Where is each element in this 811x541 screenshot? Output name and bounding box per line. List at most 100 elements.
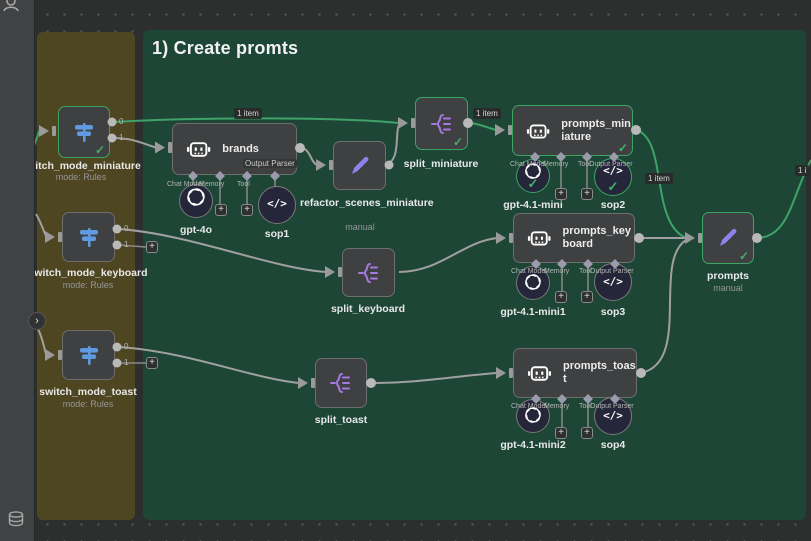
success-check-icon: ✓ (94, 143, 105, 157)
add-memory-button[interactable]: + (555, 427, 567, 439)
port-1-label: 1 (124, 358, 129, 367)
add-memory-button[interactable]: + (555, 291, 567, 303)
port-1-label: 1 (119, 133, 124, 142)
subnode-sop3[interactable]: </> (594, 263, 632, 301)
robot-icon (186, 142, 211, 157)
overview-icon[interactable] (2, 0, 20, 12)
tool-label: Tool (578, 161, 591, 168)
memory-label: Memory (543, 161, 569, 168)
subnode-gpt-4-1-mini2[interactable] (516, 399, 550, 433)
openai-icon (517, 162, 549, 180)
node-label: split_keyboard (330, 303, 406, 315)
tool-label: Tool (237, 181, 250, 188)
add-tool-button[interactable]: + (581, 188, 593, 200)
add-tool-button[interactable]: + (581, 427, 593, 439)
edge-items-chip: 1 item (473, 108, 501, 119)
robot-icon (527, 231, 551, 246)
output-parser-label: Output Parser (243, 159, 297, 168)
switch-icon (63, 213, 114, 261)
subnode-label: gpt-4o (179, 224, 213, 236)
node-prompts[interactable]: ✓ (702, 212, 754, 264)
node-label: split_toast (314, 414, 368, 426)
code-icon: </> (603, 409, 623, 422)
subnode-label: gpt-4.1-mini2 (500, 439, 566, 451)
output-parser-label: Output Parser (590, 403, 634, 410)
subnode-gpt-4-1-mini[interactable]: ✓ (516, 159, 550, 193)
split-out-icon (343, 249, 394, 296)
node-prompts-miniature[interactable]: prompts_miniature ✓ (512, 105, 633, 156)
robot-icon (527, 366, 552, 381)
port-0-label: 0 (119, 117, 124, 126)
code-icon: </> (267, 197, 287, 210)
switch-icon (63, 331, 114, 379)
edit-pencil-icon (334, 142, 385, 189)
subnode-label: sop1 (264, 228, 290, 240)
node-switch-mode-toast[interactable] (62, 330, 115, 380)
memory-label: Memory (544, 403, 570, 410)
split-out-icon (416, 98, 467, 149)
node-title: prompts_miniature (561, 117, 631, 143)
node-prompts-keyboard[interactable]: prompts_keyboard (513, 213, 635, 263)
port-0-label: 0 (124, 342, 129, 351)
node-subtitle: mode: Rules (62, 280, 114, 290)
chat-model-label: Chat Model (510, 161, 546, 168)
node-title: brands (222, 142, 259, 155)
node-label: switch_mode_miniature (21, 160, 141, 172)
switch-icon (59, 107, 109, 157)
sticky-title: 1) Create promts (152, 38, 299, 58)
node-label: refactor_scenes_miniature (300, 197, 434, 209)
add-tool-button[interactable]: + (241, 204, 253, 216)
output-parser-label: Output Parser (589, 161, 633, 168)
node-title: prompts_keyboard (562, 225, 631, 250)
add-memory-button[interactable]: + (555, 188, 567, 200)
port-0-label: 0 (124, 224, 129, 233)
success-check-icon: ✓ (527, 176, 539, 191)
subnode-sop4[interactable]: </> (594, 397, 632, 435)
tool-label: Tool (579, 268, 592, 275)
add-memory-button[interactable]: + (215, 204, 227, 216)
node-prompts-toast[interactable]: prompts_toast (513, 348, 637, 398)
edge-items-chip: 1 item (645, 173, 673, 184)
node-subtitle: manual (713, 283, 743, 293)
node-split-toast[interactable] (315, 358, 367, 408)
node-refactor-scenes-miniature[interactable] (333, 141, 386, 190)
add-node-button[interactable]: + (146, 357, 158, 369)
subnode-label: gpt-4.1-mini (503, 199, 563, 211)
expand-panel-button[interactable]: › (28, 312, 46, 330)
port-1-label: 1 (124, 240, 129, 249)
subnode-label: sop2 (600, 199, 626, 211)
memory-label: Memory (199, 181, 225, 188)
robot-icon (526, 123, 550, 138)
code-icon: </> (603, 164, 623, 177)
subnode-sop1[interactable]: </> (258, 186, 296, 224)
subnode-sop2[interactable]: </> ✓ (594, 158, 632, 196)
openai-icon (180, 187, 212, 207)
node-brands[interactable]: brands (172, 123, 297, 175)
subnode-label: sop3 (600, 306, 626, 318)
node-split-miniature[interactable]: ✓ (415, 97, 468, 150)
add-tool-button[interactable]: + (581, 291, 593, 303)
node-split-keyboard[interactable] (342, 248, 395, 297)
node-label: switch_mode_keyboard (28, 267, 148, 279)
edge-items-chip: 1 i (795, 165, 810, 176)
split-out-icon (316, 359, 366, 407)
chat-model-label: Chat Model (511, 403, 547, 410)
tool-label: Tool (579, 403, 592, 410)
templates-icon[interactable] (7, 510, 25, 528)
success-check-icon: ✓ (607, 179, 619, 194)
node-switch-mode-miniature[interactable]: ✓ (58, 106, 110, 158)
node-label: split_miniature (403, 158, 479, 170)
code-icon: </> (603, 275, 623, 288)
chat-model-label: Chat Model (167, 181, 203, 188)
node-label: prompts (707, 270, 749, 282)
add-node-button[interactable]: + (146, 241, 158, 253)
node-switch-mode-keyboard[interactable] (62, 212, 115, 262)
subnode-gpt-4o[interactable] (179, 184, 213, 218)
memory-label: Memory (544, 268, 570, 275)
success-check-icon: ✓ (738, 249, 749, 263)
node-title: prompts_toast (562, 360, 636, 385)
success-check-icon: ✓ (617, 141, 628, 155)
success-check-icon: ✓ (452, 135, 463, 149)
edge-items-chip: 1 item (234, 108, 262, 119)
